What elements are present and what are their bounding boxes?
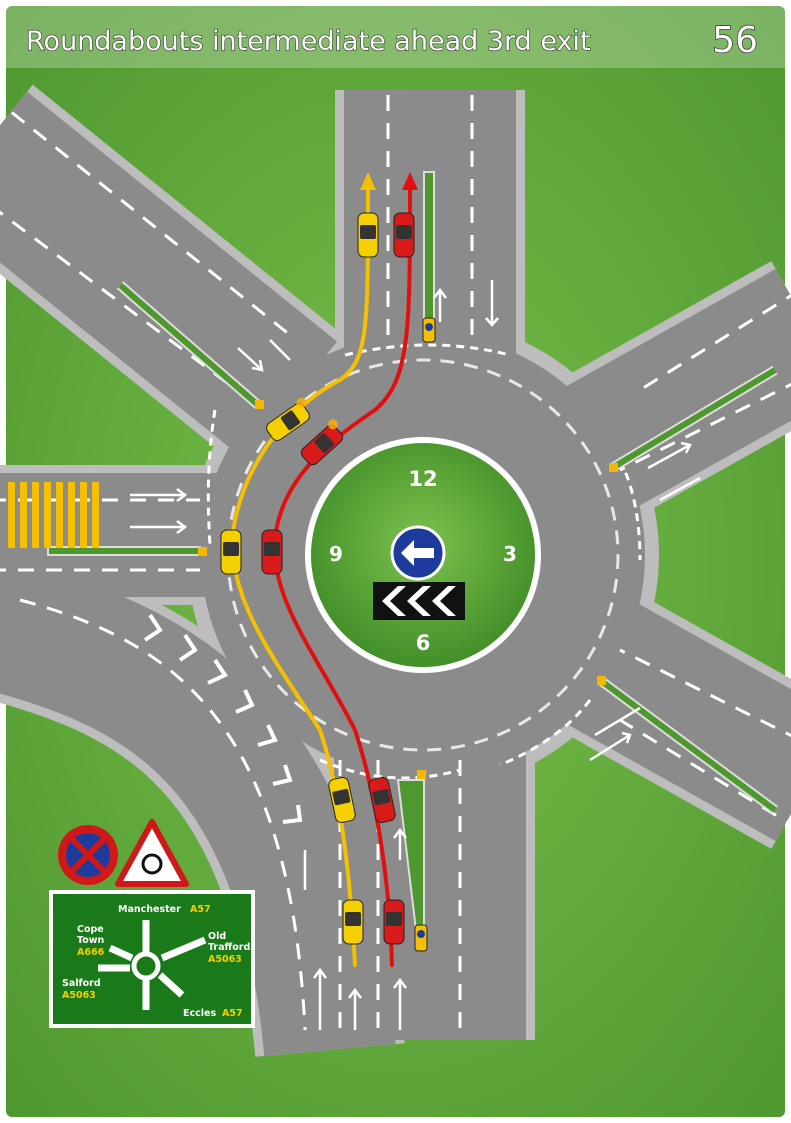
- sign-left-road: A666: [77, 947, 105, 958]
- hatched-chevrons: [143, 613, 303, 824]
- direction-sign: Manchester A57 Cope Town A666 Old Traffo…: [49, 890, 255, 1028]
- yellow-car: [342, 899, 364, 945]
- yellow-route-arrowhead: [360, 172, 376, 190]
- chevron-sign-icon: [373, 582, 465, 620]
- red-car: [393, 212, 415, 258]
- roundabout-warning-sign-icon: [115, 819, 189, 887]
- traffic-islands: [47, 171, 778, 931]
- clock-12: 12: [408, 467, 437, 491]
- page-number: 56: [712, 20, 758, 61]
- sign-right-road: A5063: [208, 954, 242, 965]
- sign-bottom-dest: Eccles: [183, 1008, 216, 1019]
- red-car: [368, 777, 396, 823]
- sign-right-dest-2: Trafford: [208, 942, 250, 953]
- sign-top-road: A57: [190, 904, 211, 915]
- central-island: 12 3 6 9: [305, 437, 541, 673]
- lane-markings: [0, 95, 791, 1031]
- red-car: [261, 529, 283, 575]
- yellow-car: [357, 212, 379, 258]
- sign-bottom-road: A57: [222, 1008, 243, 1019]
- page-title: Roundabouts intermediate ahead 3rd exit: [26, 26, 591, 57]
- keep-left-arrow-icon: [390, 525, 446, 581]
- yellow-car: [328, 777, 356, 823]
- yellow-car: [266, 397, 310, 441]
- clock-9: 9: [329, 542, 343, 566]
- title-band: [6, 6, 785, 68]
- sign-left-dest-2: Town: [77, 935, 105, 946]
- sign-right-dest-1: Old: [208, 931, 226, 942]
- clock-3: 3: [503, 542, 517, 566]
- sign-lower-left-dest: Salford: [62, 978, 101, 989]
- clock-6: 6: [416, 631, 431, 655]
- zebra-crossing: [8, 482, 99, 548]
- vehicles: [220, 212, 415, 945]
- sign-top-dest: Manchester: [118, 904, 181, 915]
- yellow-car: [220, 529, 242, 575]
- sign-left-dest-1: Cope: [77, 924, 104, 935]
- red-car: [300, 419, 344, 466]
- red-route-arrowhead: [402, 172, 418, 190]
- sign-lower-left-road: A5063: [62, 990, 96, 1001]
- red-car: [383, 899, 405, 945]
- no-stopping-sign-icon: [58, 825, 118, 885]
- lane-arrows: [130, 280, 701, 1030]
- keep-left-bollard-icon: [414, 317, 436, 952]
